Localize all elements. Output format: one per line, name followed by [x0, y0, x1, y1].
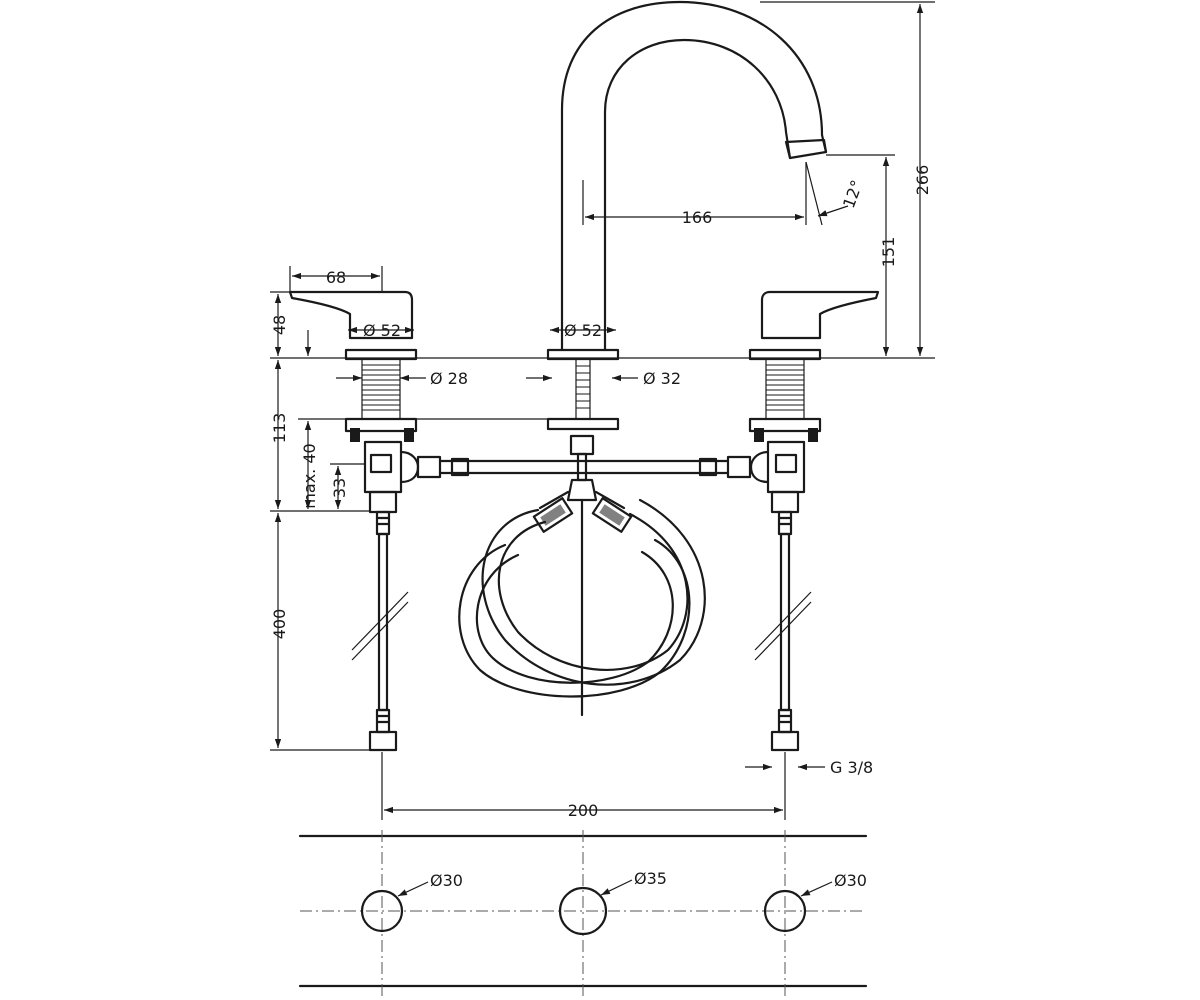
countertop-hole-layout: Ø30 Ø35 Ø30: [298, 830, 868, 1000]
label-151: 151: [879, 237, 898, 268]
hose-loop-right-outer: [481, 498, 706, 686]
dimension-lines: [274, 4, 924, 814]
label-d52-left: Ø 52: [363, 321, 401, 340]
label-hole-right: Ø30: [834, 871, 867, 890]
label-48: 48: [270, 315, 289, 335]
right-valve-body: [766, 440, 806, 494]
left-nut-tab-r: [404, 428, 414, 442]
right-mounting-nut: [748, 417, 822, 433]
label-hole-center: Ø35: [634, 869, 667, 888]
left-handle-valve: [288, 290, 420, 752]
right-hose-tag: [591, 497, 633, 533]
spout-shank-threads: [576, 365, 590, 409]
label-68: 68: [326, 268, 346, 287]
left-shank-threads: [362, 364, 400, 411]
left-lever-handle: [288, 290, 414, 340]
label-hole-left: Ø30: [430, 871, 463, 890]
left-nut-tab-l: [350, 428, 360, 442]
dim-12-leader: [817, 205, 849, 217]
left-hose-tag: [532, 497, 574, 533]
label-33: 33: [330, 478, 349, 498]
spout-threaded-shank: [575, 358, 591, 420]
dimension-labels: 266 151 166 12° 68 48 Ø 52 Ø 52 Ø 28 Ø 3…: [270, 165, 932, 820]
right-shank-threads: [766, 364, 804, 411]
label-max40: max. 40: [300, 443, 319, 508]
spout: [546, 0, 828, 717]
connecting-hoses: [416, 455, 752, 698]
crossbar-ferrule-right: [698, 457, 718, 477]
spout-hose-stem: [576, 452, 588, 482]
left-supply-hose: [377, 532, 389, 712]
label-d52-center: Ø 52: [564, 321, 602, 340]
spout-inner-contour: [603, 38, 792, 352]
right-lever-handle: [760, 290, 880, 340]
left-hose-coupling: [416, 455, 442, 479]
right-hose-coupling: [726, 455, 752, 479]
label-400: 400: [270, 609, 289, 640]
label-200: 200: [568, 801, 599, 820]
hose-loop-left-inner: [475, 550, 674, 684]
left-body-label: [369, 453, 393, 474]
reference-lines: [270, 1, 935, 820]
hose-tee-right-arm: [594, 490, 626, 510]
spout-hose-tee: [566, 478, 598, 502]
label-113: 113: [270, 413, 289, 444]
hole-left: [360, 889, 404, 933]
label-d28: Ø 28: [430, 369, 468, 388]
left-hose-nut: [368, 730, 398, 752]
hole-right: [763, 889, 807, 933]
left-body-foot: [368, 490, 398, 514]
leader-hole-center: [600, 879, 633, 896]
label-166: 166: [682, 208, 713, 227]
right-nut-tab-r: [808, 428, 818, 442]
right-body-label: [774, 453, 798, 474]
left-elbow-connector: [399, 450, 420, 484]
spout-outlet: [784, 138, 828, 160]
crossbar-ferrule-left: [450, 457, 470, 477]
label-12: 12°: [839, 178, 867, 211]
hose-loop-left-outer: [458, 538, 691, 698]
hole-center: [558, 886, 608, 936]
spout-outer-contour: [560, 0, 828, 352]
right-nut-tab-l: [754, 428, 764, 442]
spout-mounting-plate: [546, 417, 620, 431]
left-hose-break-mark: [351, 591, 409, 661]
spout-nut: [569, 434, 595, 456]
leader-hole-right: [800, 881, 833, 897]
leader-hole-left: [397, 881, 429, 897]
right-elbow-connector: [749, 450, 770, 484]
right-body-foot: [770, 490, 800, 514]
hose-tee-left-arm: [538, 490, 570, 510]
label-g38: G 3/8: [830, 758, 873, 777]
hose-loop-right-inner: [497, 512, 689, 671]
right-handle-valve: [748, 290, 880, 752]
label-266: 266: [913, 165, 932, 196]
right-hose-break-mark: [754, 591, 812, 661]
label-d32: Ø 32: [643, 369, 681, 388]
right-hose-nut: [770, 730, 800, 752]
